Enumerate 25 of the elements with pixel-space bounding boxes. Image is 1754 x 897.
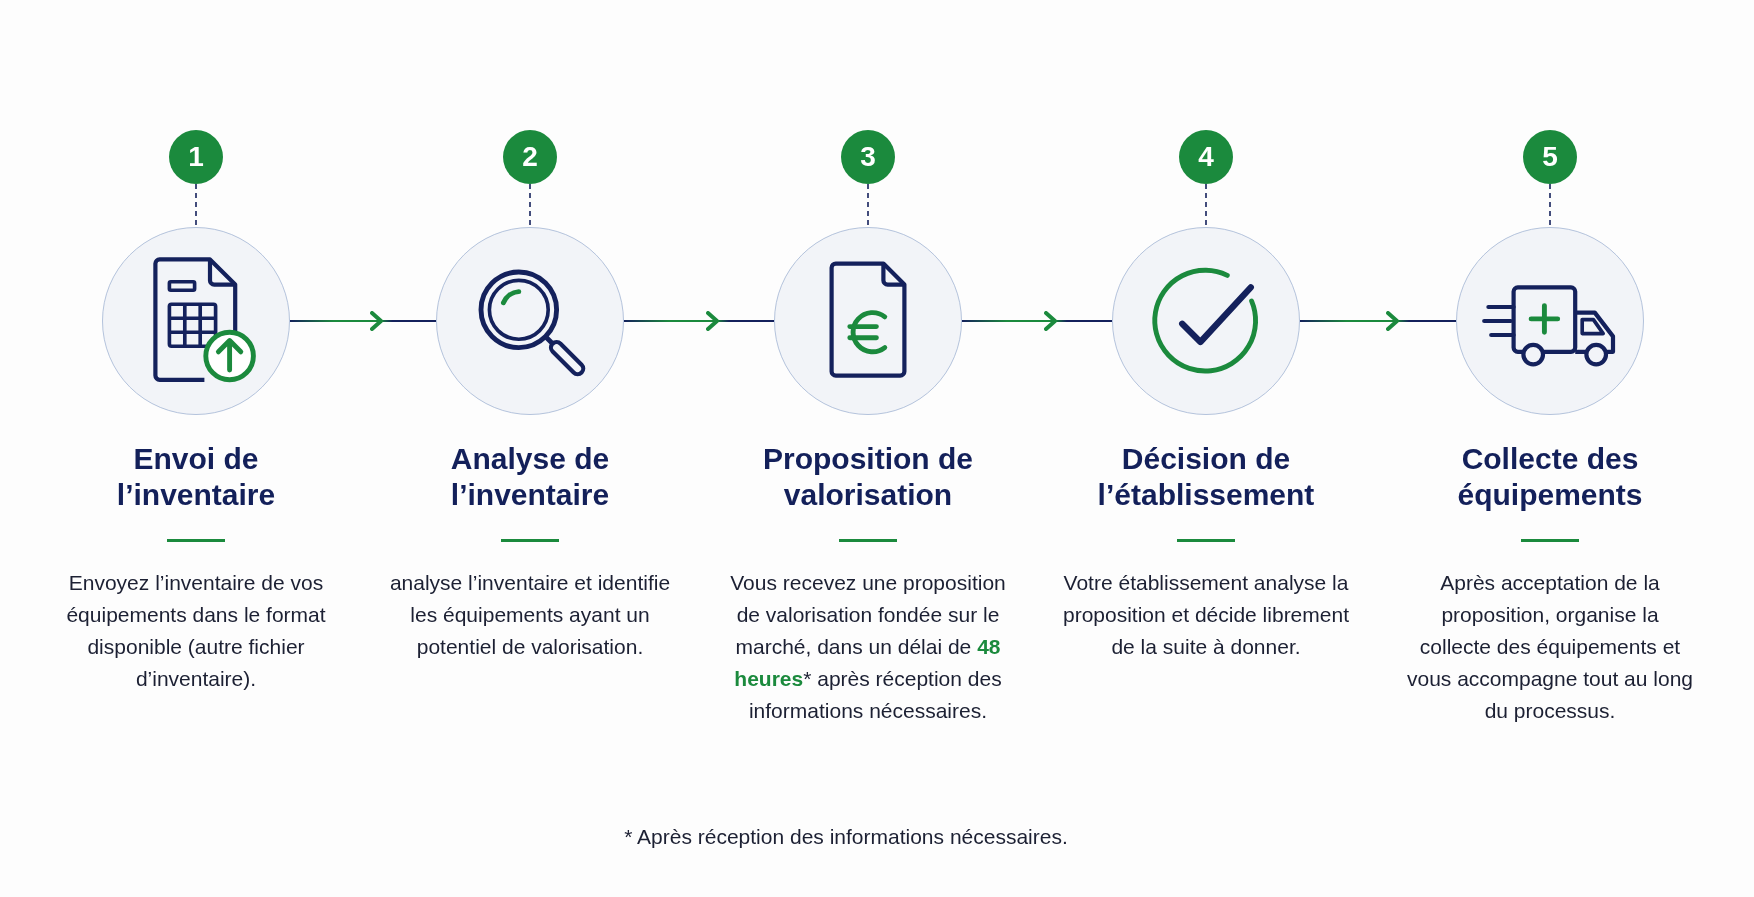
step-title: Proposition de valorisation	[762, 441, 974, 513]
arrow	[962, 311, 1112, 331]
dashed-line	[1549, 183, 1551, 228]
step-title: Collecte des équipements	[1456, 441, 1644, 513]
step-description: Après acceptation de la proposition, organise la collecte des équipements et vous accompagne tout au long du processus.	[1406, 570, 1694, 724]
footnote: * Après réception des informations nécessaires.	[623, 825, 1069, 849]
dashed-line	[867, 183, 869, 228]
step-title: Analyse de l’inventaire	[449, 441, 611, 513]
step-description: Envoyez l’inventaire de vos équipements dans le format disponible (autre fichier d’inventaire).	[65, 570, 327, 692]
number-badge: 4	[1179, 130, 1233, 184]
dashed-line	[529, 183, 531, 228]
arrow	[624, 311, 774, 331]
step-description: analyse l’inventaire et identifie les équipements ayant un potentiel de valorisation.	[388, 570, 672, 660]
dashed-line	[1205, 183, 1207, 228]
step-description: Vous recevez une proposition de valorisation fondée sur le marché, dans un délai de 48 heures* après réception des informations nécessaires.	[729, 570, 1007, 724]
dashed-line	[195, 183, 197, 228]
number-badge: 2	[503, 130, 557, 184]
step-title: Envoi de l’inventaire	[115, 441, 277, 513]
step-title: Décision de l’établissement	[1096, 441, 1316, 513]
step-description: Votre établissement analyse la proposition et décide librement de la suite à donner.	[1062, 570, 1350, 660]
arrow	[290, 311, 436, 331]
number-badge: 3	[841, 130, 895, 184]
number-badge: 1	[169, 130, 223, 184]
arrow	[1300, 311, 1456, 331]
number-badge: 5	[1523, 130, 1577, 184]
